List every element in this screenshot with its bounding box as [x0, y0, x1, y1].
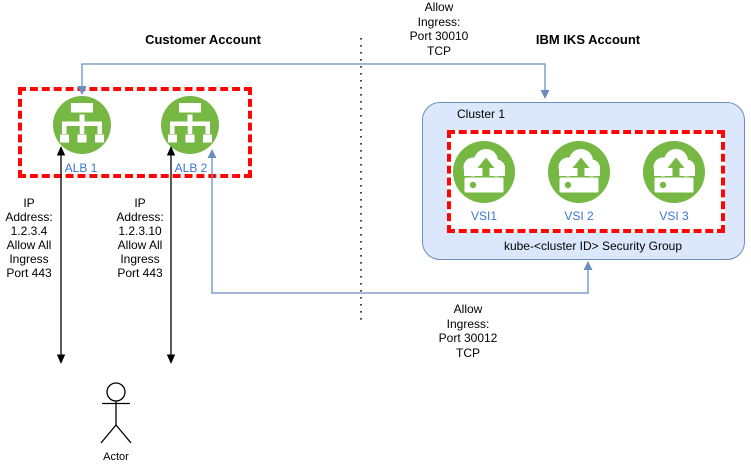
alb2-node: [161, 96, 219, 154]
cluster-title: Cluster 1: [457, 107, 506, 121]
security-group-label: kube-<cluster ID> Security Group: [503, 239, 683, 253]
vsi3-node: [643, 141, 705, 203]
connector-actor-alb1: [56, 146, 66, 364]
vsi2-node: [548, 141, 610, 203]
actor-figure: [94, 380, 139, 448]
actor-icon: [100, 382, 132, 444]
virtual-server-icon: [643, 141, 705, 203]
alb1-label: ALB 1: [64, 161, 98, 175]
vsi3-label: VSI 3: [659, 209, 689, 223]
vsi2-label: VSI 2: [564, 209, 594, 223]
virtual-server-icon: [453, 141, 515, 203]
alb1-node: [53, 96, 111, 154]
ibm-iks-account-title: IBM IKS Account: [535, 32, 641, 47]
annotation-allow-ingress-30010: Allow Ingress: Port 30010 TCP: [409, 0, 469, 58]
customer-account-title: Customer Account: [145, 32, 261, 47]
load-balancer-icon: [53, 96, 111, 154]
load-balancer-icon: [161, 96, 219, 154]
annotation-alb1-ip: IP Address: 1.2.3.4 Allow All Ingress Po…: [5, 196, 53, 280]
vsi1-node: [453, 141, 515, 203]
alb2-label: ALB 2: [174, 161, 208, 175]
annotation-alb2-ip: IP Address: 1.2.3.10 Allow All Ingress P…: [116, 196, 164, 280]
annotation-allow-ingress-30012: Allow Ingress: Port 30012 TCP: [438, 302, 498, 360]
actor-label: Actor: [103, 451, 129, 463]
vsi1-label: VSI1: [470, 209, 497, 223]
virtual-server-icon: [548, 141, 610, 203]
